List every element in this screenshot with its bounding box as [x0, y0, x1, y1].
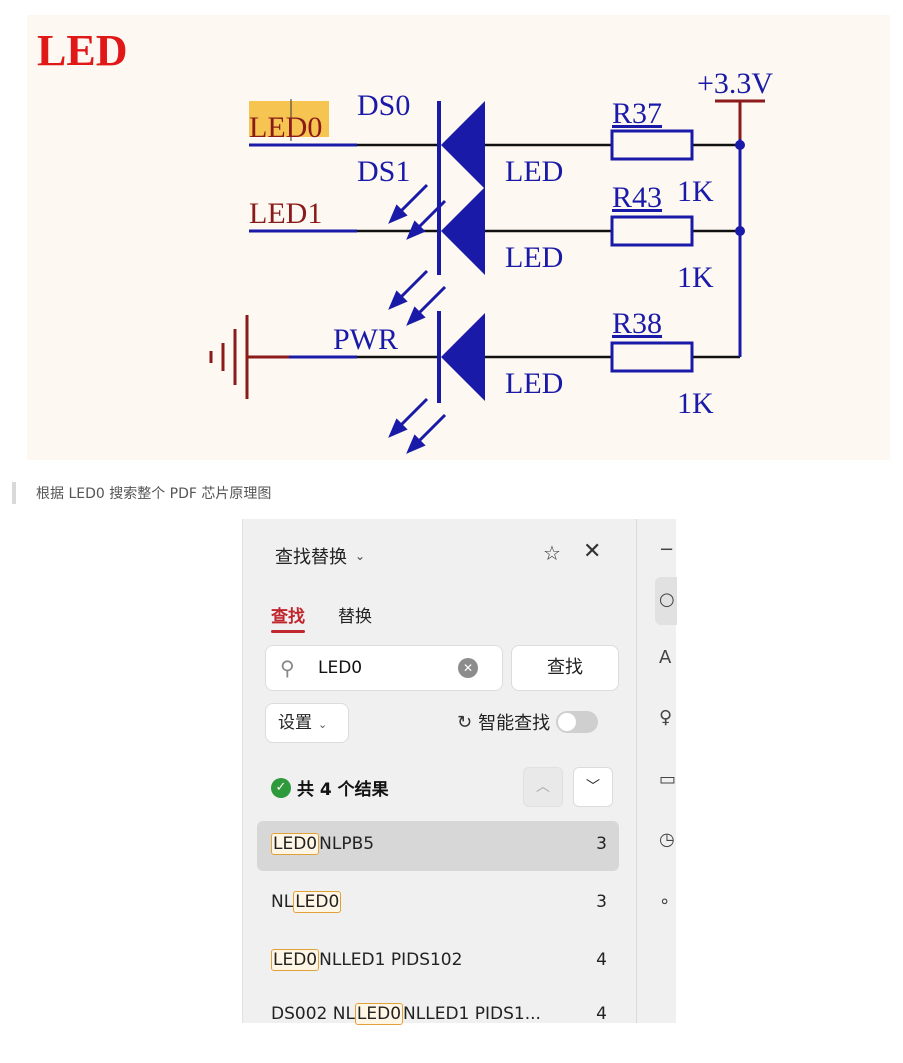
previous-result-button[interactable]: ︿ — [523, 767, 563, 807]
smart-find: ↻ 智能查找 — [457, 709, 599, 735]
toggle-knob — [558, 713, 577, 731]
search-highlight — [249, 101, 329, 137]
clear-icon[interactable]: ✕ — [458, 658, 478, 678]
resistor-value-r43: 1K — [677, 261, 714, 294]
result-page: 3 — [596, 892, 607, 912]
resistor-ref-r38: R38 — [612, 307, 662, 340]
find-button[interactable]: 查找 — [511, 645, 619, 691]
results-summary: ✓ 共 4 个结果 — [271, 775, 389, 800]
result-prefix: DS002 NL — [271, 1004, 355, 1024]
result-page: 4 — [596, 950, 607, 970]
smart-find-toggle[interactable] — [556, 711, 599, 733]
panel-title[interactable]: 查找替换 ⌄ — [275, 543, 365, 569]
caption-text: 根据 LED0 搜索整个 PDF 芯片原理图 — [36, 486, 272, 502]
next-result-button[interactable]: ﹀ — [573, 767, 613, 807]
search-icon[interactable]: ○ — [659, 589, 675, 610]
results-count-text: 共 4 个结果 — [297, 780, 389, 800]
result-match: LED0 — [354, 1003, 404, 1025]
result-suffix: NLPB5 — [319, 834, 375, 854]
resistor-value-r38: 1K — [677, 387, 714, 420]
diode-value-ds1: LED — [505, 241, 563, 274]
resistor-symbols — [610, 129, 694, 373]
net-label-led0: LED0 — [249, 111, 322, 144]
right-rail: − ○ A ♀ ▭ ◷ ∘ — [636, 519, 677, 1023]
close-icon[interactable]: ✕ — [583, 539, 602, 564]
result-page: 4 — [596, 1004, 607, 1024]
search-input[interactable]: ⚲ LED0 ✕ — [265, 645, 503, 691]
net-label-led1: LED1 — [249, 197, 322, 230]
diode-ref-ds1: DS1 — [357, 155, 410, 188]
caption: 根据 LED0 搜索整个 PDF 芯片原理图 — [12, 480, 271, 506]
led-ds1-triangle — [441, 187, 485, 275]
schematic-title: LED — [37, 26, 127, 75]
resistor-value-r37: 1K — [677, 175, 714, 208]
led-ds0-triangle — [441, 101, 485, 189]
tab-underline — [271, 630, 305, 633]
ground-symbol — [209, 315, 289, 399]
rail-active-indicator — [655, 577, 677, 625]
caption-bar — [12, 482, 16, 504]
pin-icon[interactable]: ☆ — [543, 541, 561, 565]
search-input-value: LED0 — [318, 658, 363, 678]
settings-label: 设置 — [278, 713, 312, 733]
resistor-ref-r43: R43 — [612, 181, 662, 214]
chevron-down-icon: ⌄ — [318, 718, 328, 731]
diode-ref-ds0: DS0 — [357, 89, 410, 122]
clock-icon[interactable]: ◷ — [659, 829, 675, 850]
search-icon: ⚲ — [280, 656, 295, 680]
bookmark-icon[interactable]: ▭ — [659, 769, 677, 790]
result-suffix: NLLED1 PIDS102 — [319, 950, 463, 970]
font-icon[interactable]: A — [659, 647, 672, 668]
result-match: LED0 — [271, 949, 320, 971]
smart-find-icon: ↻ — [457, 711, 473, 733]
resistor-ref-r37: R37 — [612, 97, 662, 130]
chevron-down-icon: ⌄ — [355, 549, 366, 563]
junction-dot — [735, 140, 745, 150]
junction-dot — [735, 226, 745, 236]
smart-find-label: 智能查找 — [478, 713, 551, 734]
schematic-image: LED LED0 LED1 +3.3V — [27, 15, 890, 460]
check-circle-icon: ✓ — [271, 777, 291, 798]
led-symbols — [437, 101, 485, 403]
wires-black — [357, 143, 740, 359]
tab-replace[interactable]: 替换 — [338, 607, 372, 627]
user-icon[interactable]: ♀ — [659, 707, 673, 728]
result-match: LED0 — [293, 891, 342, 913]
diode-ref-pwr: PWR — [333, 323, 398, 356]
diode-value-ds0: LED — [505, 155, 563, 188]
led-pwr-triangle — [441, 313, 485, 401]
minimize-icon[interactable]: − — [659, 539, 675, 560]
tab-find[interactable]: 查找 — [271, 602, 305, 633]
find-replace-panel: 查找替换 ⌄ ☆ ✕ 查找 替换 ⚲ LED0 ✕ 查找 设置⌄ ↻ 智能查找 … — [242, 519, 636, 1025]
result-match: LED0 — [271, 833, 320, 855]
settings-dropdown[interactable]: 设置 ⌄ — [265, 703, 349, 743]
schematic-drawing: LED LED0 LED1 +3.3V — [37, 26, 773, 454]
result-suffix: NLLED1 PIDS1... — [403, 1004, 541, 1024]
diode-value-pwr: LED — [505, 367, 563, 400]
supply-label: +3.3V — [697, 67, 773, 100]
tab-find-label: 查找 — [271, 607, 305, 627]
emission-arrows — [388, 183, 447, 454]
panel-title-text: 查找替换 — [275, 547, 347, 568]
result-prefix: NL — [271, 892, 294, 912]
wires — [249, 143, 357, 359]
result-page: 3 — [596, 834, 607, 854]
more-icon[interactable]: ∘ — [659, 891, 671, 912]
